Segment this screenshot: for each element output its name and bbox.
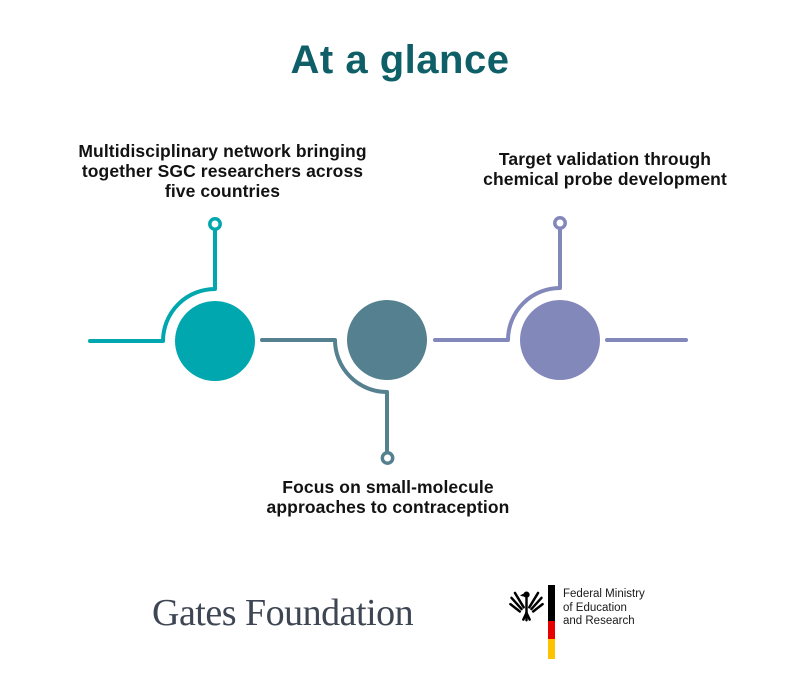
federal-eagle-icon (509, 591, 544, 622)
connector-target-validation (433, 228, 562, 342)
connector-contraception (260, 338, 389, 453)
german-flag-stripe (548, 585, 555, 659)
step-label-network-line2: together SGC researchers across (81, 161, 364, 181)
page-title: At a glance (290, 38, 510, 82)
pin-ring-target-validation (553, 216, 567, 230)
node-circle-network (175, 301, 255, 381)
node-circle-target-validation (520, 300, 600, 380)
step-label-contraception-line2: approaches to contraception (266, 497, 510, 517)
gates-foundation-logo: Gates Foundation (152, 592, 414, 634)
step-label-network: Multidisciplinary network bringing toget… (50, 141, 395, 201)
ministry-name-line1: Federal Ministry (563, 588, 645, 600)
step-label-target-validation: Target validation through chemical probe… (450, 149, 760, 189)
step-label-network-line3: five countries (164, 181, 281, 201)
federal-ministry-logo: Federal Ministry of Education and Resear… (509, 585, 645, 659)
step-label-target-line2: chemical probe development (483, 169, 727, 189)
ministry-name: Federal Ministry of Education and Resear… (563, 588, 645, 629)
step-label-target-line1: Target validation through (498, 149, 712, 169)
pin-ring-contraception (380, 451, 395, 465)
step-label-network-line1: Multidisciplinary network bringing (78, 141, 367, 161)
connector-network (88, 229, 217, 343)
ministry-name-line3: and Research (563, 615, 635, 627)
ministry-name-line2: of Education (563, 601, 627, 614)
step-label-contraception-line1: Focus on small-molecule (282, 477, 494, 497)
pin-ring-network (208, 217, 222, 231)
node-circle-contraception (347, 300, 427, 380)
step-label-contraception: Focus on small-molecule approaches to co… (235, 477, 541, 517)
